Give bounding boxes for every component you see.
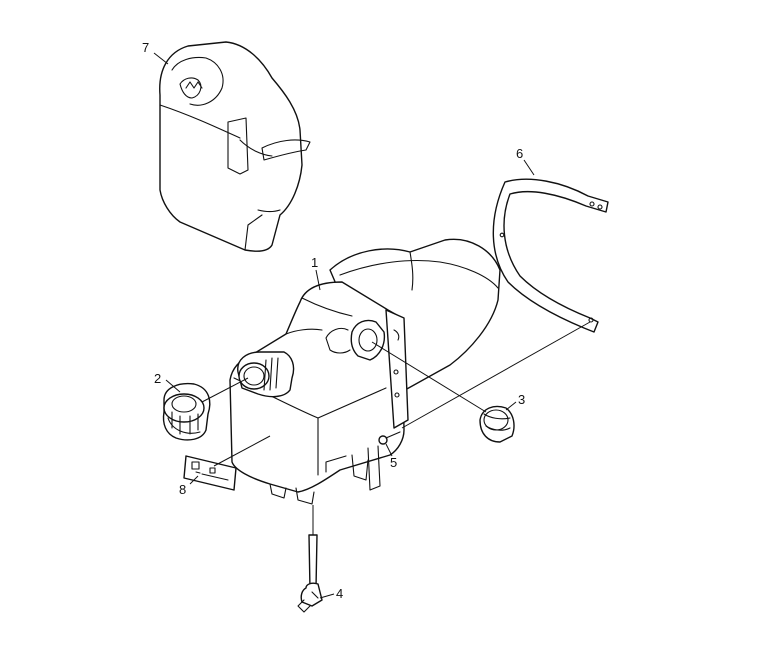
callout-1-label: 1 xyxy=(311,255,318,270)
callout-2-leader xyxy=(165,379,181,393)
cap-2-to-neck-line xyxy=(201,377,249,403)
strap-6-to-bracket-line xyxy=(401,321,591,429)
part-8-warning-label xyxy=(183,455,237,491)
callout-6-label: 6 xyxy=(516,146,523,161)
part-1-expansion-tank xyxy=(229,238,501,505)
callout-7-leader xyxy=(153,52,169,65)
part-7-reservoir-cover xyxy=(159,41,311,252)
callout-5-leader xyxy=(385,443,393,457)
part-6-mounting-strap xyxy=(492,178,609,333)
callout-2-label: 2 xyxy=(154,371,161,386)
callout-5-label: 5 xyxy=(390,455,397,470)
part-3-plug xyxy=(479,405,515,443)
callout-7-label: 7 xyxy=(142,40,149,55)
part-5-screw xyxy=(378,431,401,445)
callout-3-leader xyxy=(505,401,517,411)
label-8-to-tank-line xyxy=(213,435,271,467)
part-4-level-sensor xyxy=(297,505,323,613)
part-2-filler-cap xyxy=(162,382,211,441)
callout-8-leader xyxy=(189,475,199,485)
callout-4-leader xyxy=(319,593,335,599)
plug-3-to-port-line xyxy=(371,341,487,413)
callout-8-label: 8 xyxy=(179,482,186,497)
callout-1-leader xyxy=(315,269,321,291)
callout-6-leader xyxy=(523,159,535,176)
callout-3-label: 3 xyxy=(518,392,525,407)
callout-4-label: 4 xyxy=(336,586,343,601)
